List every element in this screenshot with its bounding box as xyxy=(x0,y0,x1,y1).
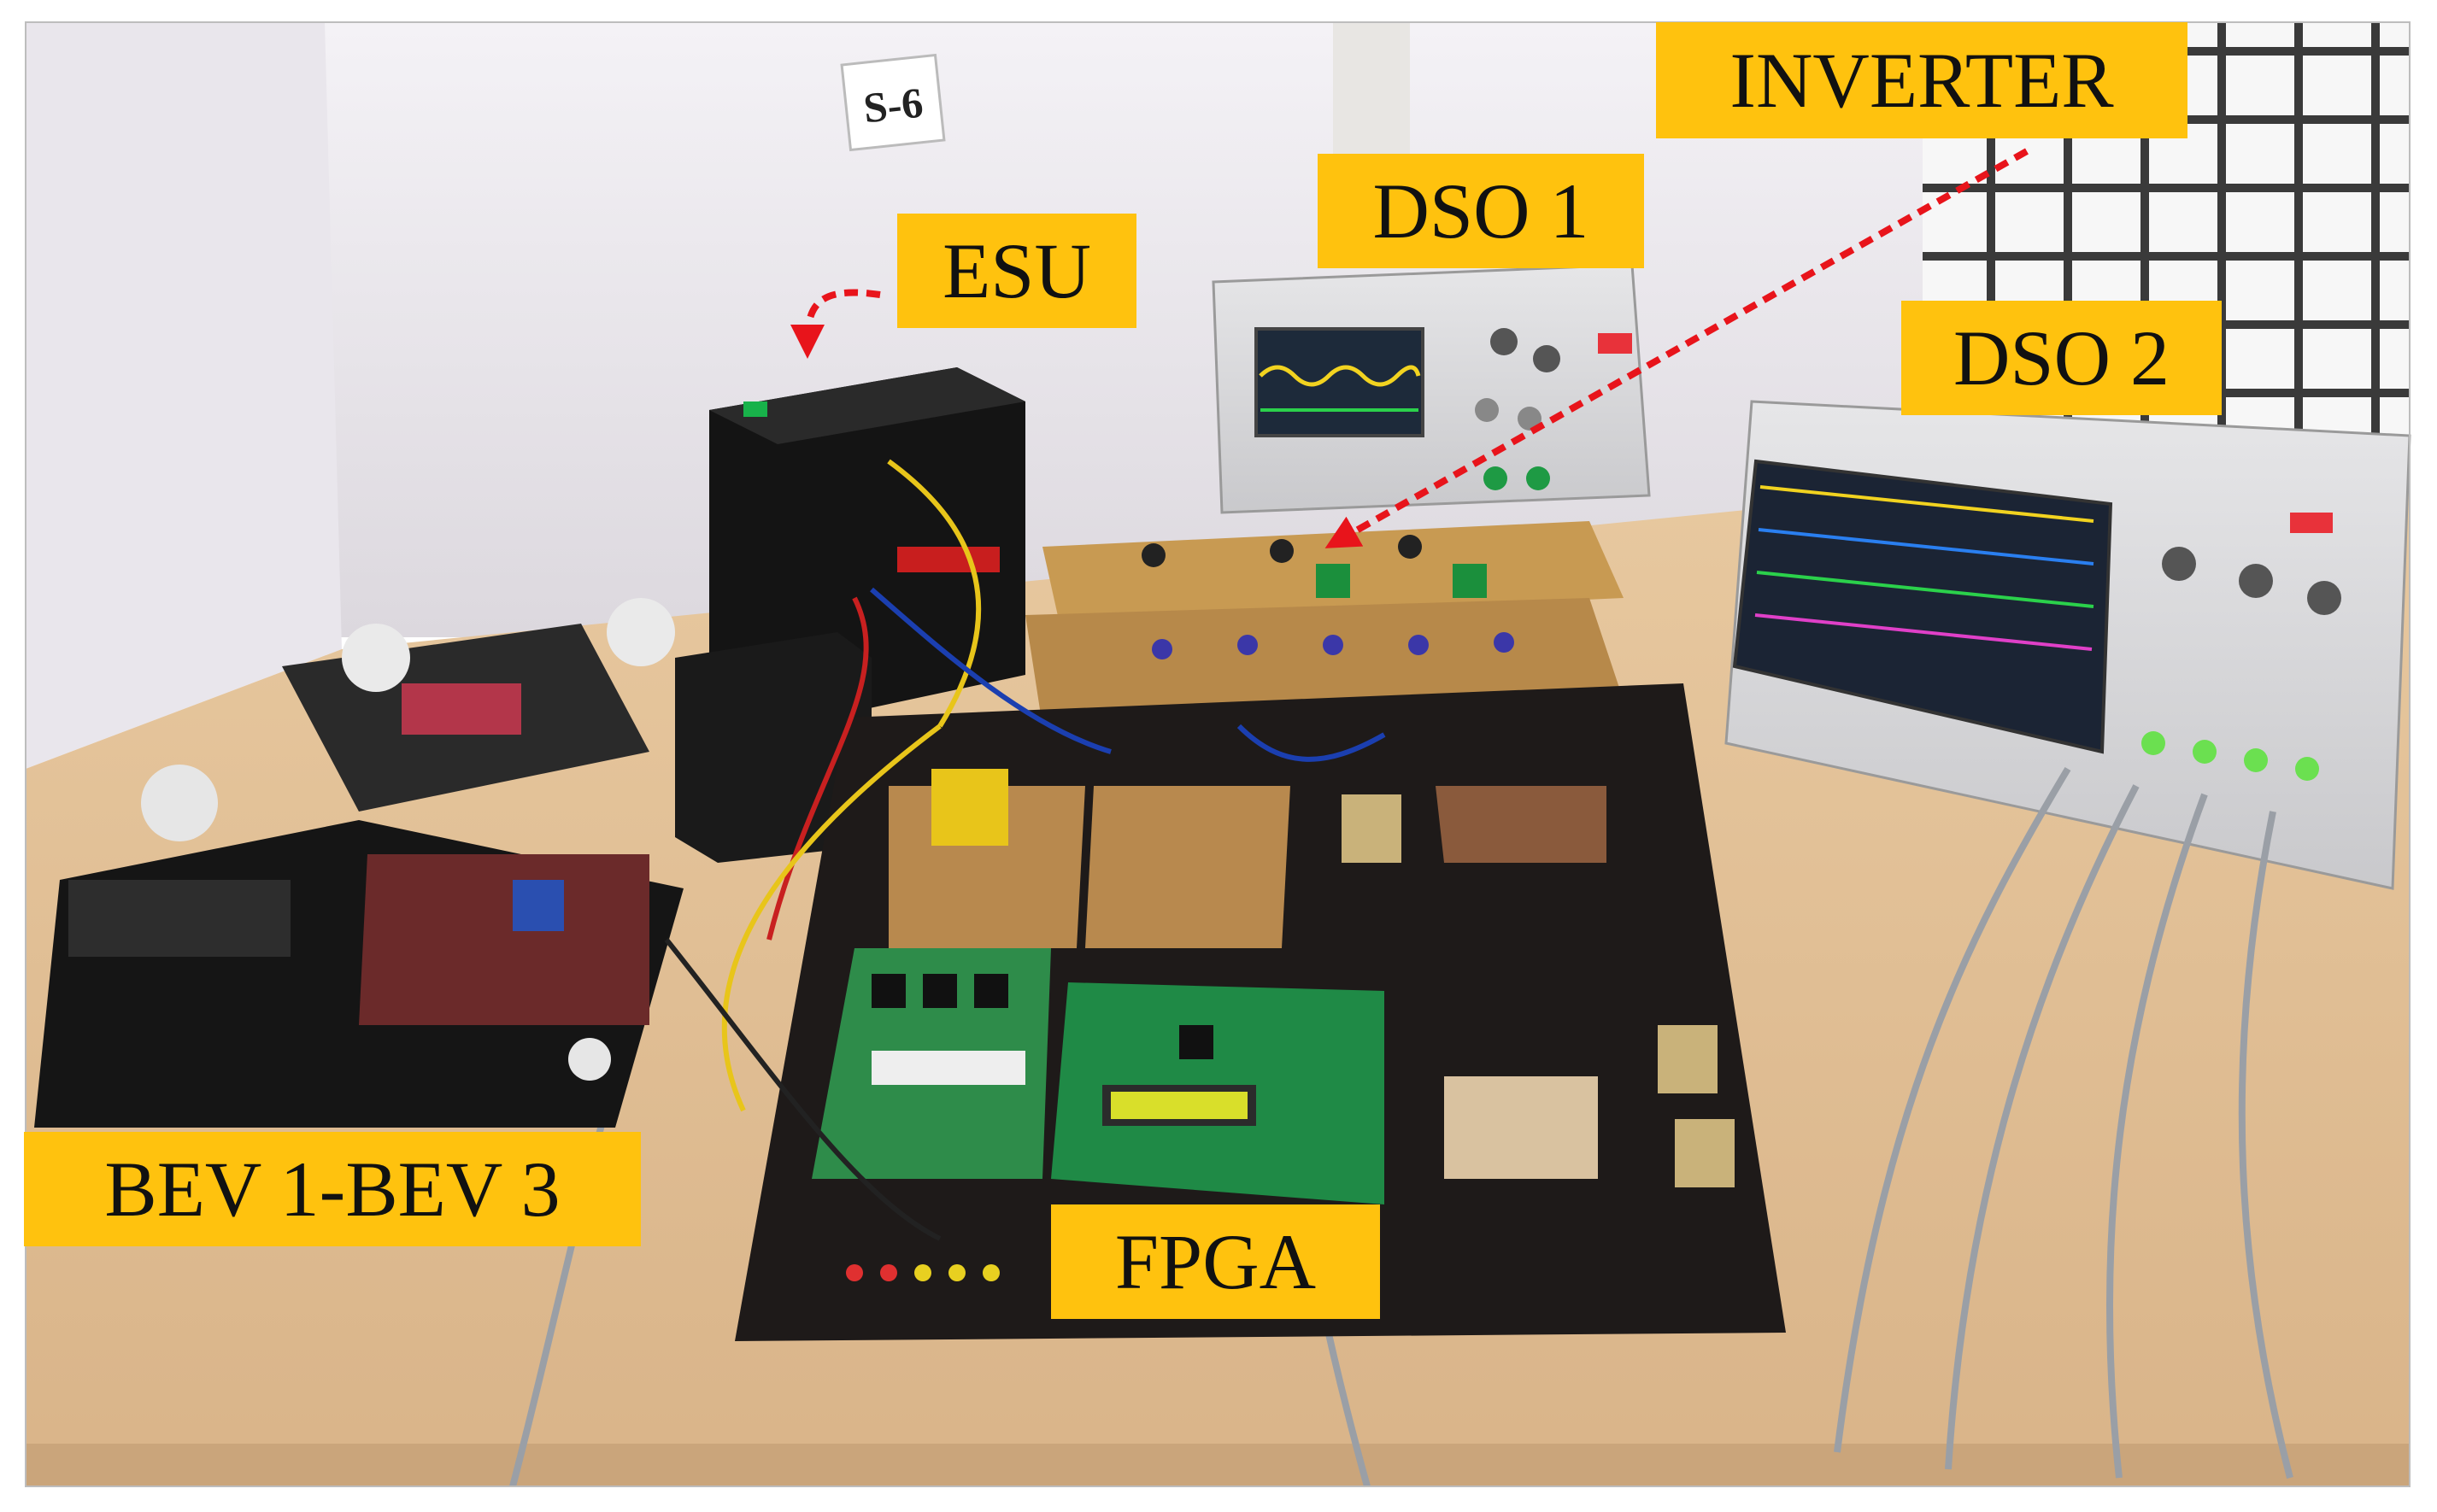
inverter-board xyxy=(1025,521,1624,726)
inverter-arrow xyxy=(1324,148,2029,548)
small-battery xyxy=(675,632,872,863)
wires xyxy=(664,459,1386,1241)
bev-label: BEV 1-BEV 3 xyxy=(24,1132,641,1246)
esu-arrow xyxy=(790,289,881,359)
photo-border xyxy=(25,21,2411,1487)
dso2-oscilloscope xyxy=(1724,400,2411,890)
desk-edge xyxy=(26,1444,2410,1486)
esu-label: ESU xyxy=(897,214,1136,328)
dso2-label: DSO 2 xyxy=(1901,301,2222,415)
room-sign: S-6 xyxy=(840,53,946,152)
inverter-label: INVERTER xyxy=(1656,22,2187,138)
dso1-oscilloscope xyxy=(1212,263,1651,514)
left-wall xyxy=(26,22,342,769)
fpga-label: FPGA xyxy=(1051,1204,1380,1319)
room-sign-text: S-6 xyxy=(861,79,925,132)
control-base-board xyxy=(735,683,1786,1341)
bev-vehicles xyxy=(34,598,684,1128)
dso1-label: DSO 1 xyxy=(1318,154,1644,268)
esu-battery xyxy=(709,367,1025,726)
